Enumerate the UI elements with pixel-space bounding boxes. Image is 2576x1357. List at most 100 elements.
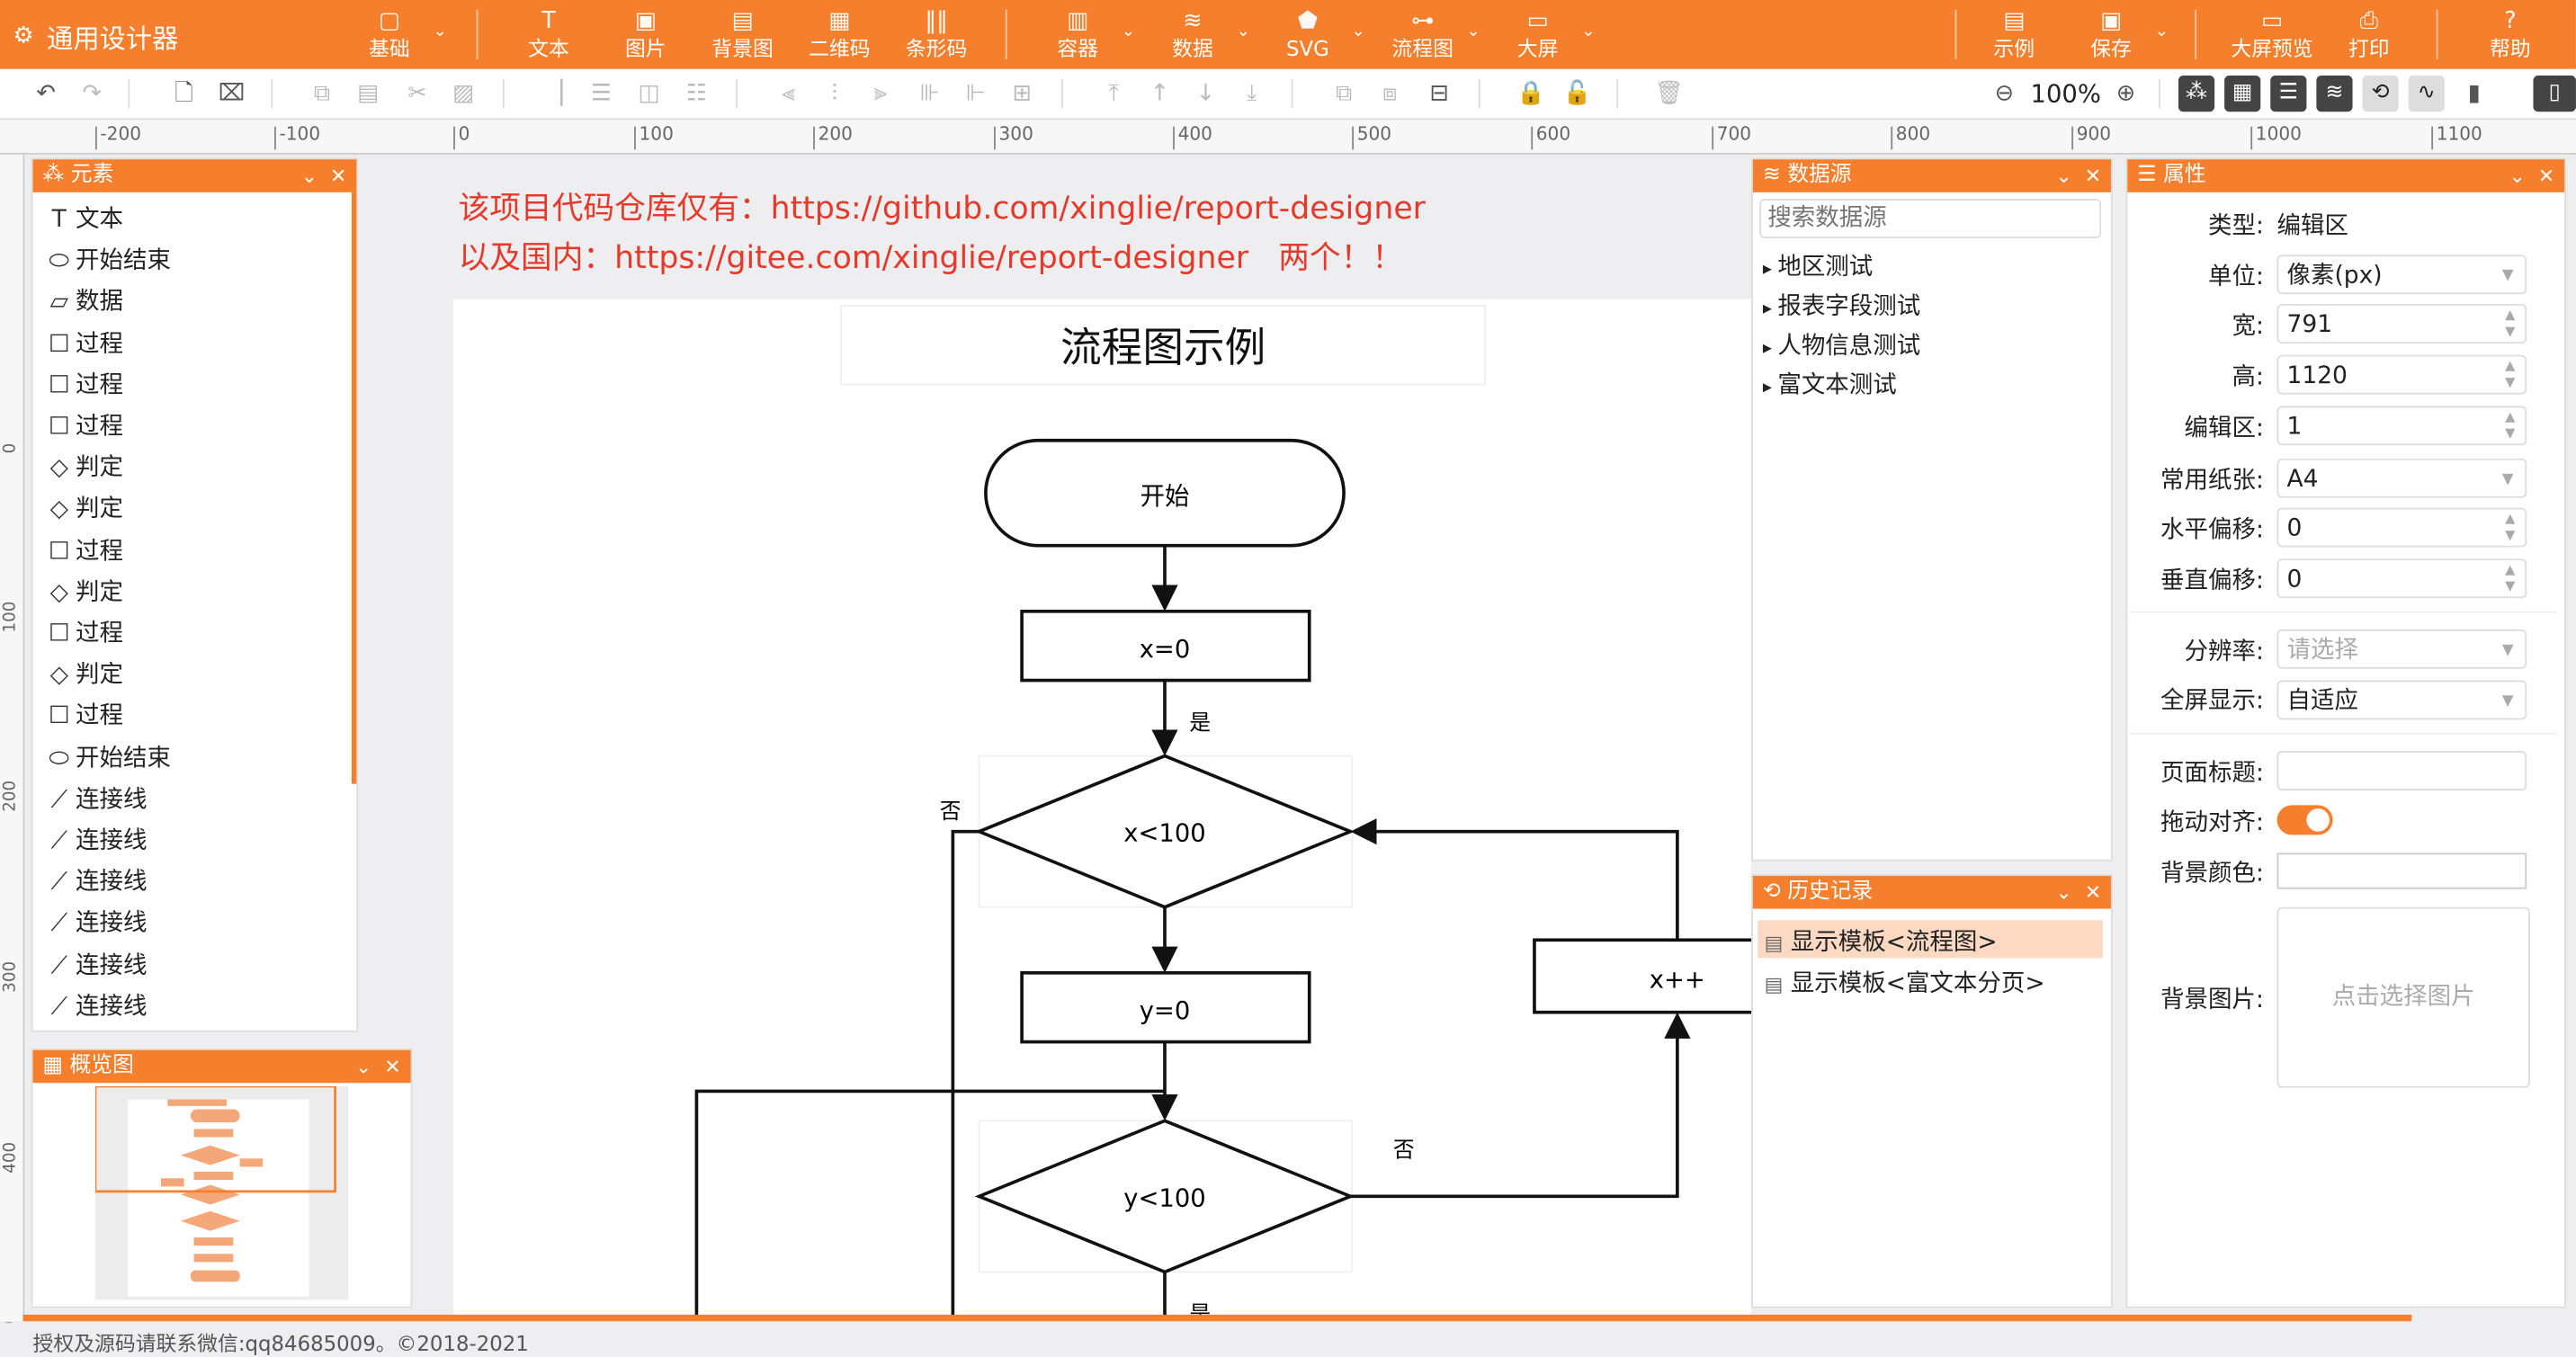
drag-align-toggle[interactable] <box>2276 805 2333 835</box>
datasource-item[interactable]: ▸ 富文本测试 <box>1763 367 1897 401</box>
width-input[interactable]: 791▲▼ <box>2276 304 2527 344</box>
clear-icon[interactable]: ⌧ <box>218 80 246 107</box>
history-item-active[interactable]: ▤ 显示模板<流程图> <box>1758 920 2103 959</box>
container-button[interactable]: ▥容器⌄ <box>1030 4 1135 66</box>
chevron-down-icon[interactable]: ⌄ <box>2154 22 2169 41</box>
caret-right-icon[interactable]: ▸ <box>1762 376 1778 398</box>
chevron-down-icon[interactable]: ⌄ <box>300 164 318 188</box>
x-inc-node[interactable] <box>1533 938 1824 1014</box>
bigscreen-preview-button[interactable]: ▭大屏预览 <box>2221 4 2322 66</box>
close-icon[interactable]: ✕ <box>2084 880 2102 905</box>
ungroup-icon[interactable]: ⧈ <box>1382 80 1398 107</box>
save-button[interactable]: ▣保存⌄ <box>2063 4 2169 66</box>
element-item[interactable]: ⟋连接线 <box>46 905 147 944</box>
design-canvas[interactable]: 流程图示例 开始 x=0 是 x<100 否 y=0 y<100 否 <box>453 299 1824 1326</box>
element-item[interactable]: ▱数据 <box>46 283 123 323</box>
caret-right-icon[interactable]: ▸ <box>1762 257 1778 280</box>
book-icon[interactable]: ▮ <box>2467 80 2481 107</box>
fullscreen-select[interactable]: 自适应▼ <box>2276 680 2527 720</box>
element-item[interactable]: ⟋连接线 <box>46 987 147 1027</box>
bg-color-picker[interactable] <box>2276 853 2527 889</box>
zoom-in-icon[interactable]: ⊕ <box>2115 80 2136 107</box>
bg-image-picker[interactable]: 点击选择图片 <box>2276 906 2530 1088</box>
image-button[interactable]: ▣图片 <box>598 4 693 66</box>
chevron-down-icon[interactable]: ⌄ <box>354 1055 372 1078</box>
properties-toggle-icon[interactable]: ☰ <box>2270 76 2307 112</box>
element-item[interactable]: ☐过程 <box>46 407 123 447</box>
move-up-icon[interactable]: ↑ <box>1149 80 1170 107</box>
chevron-down-icon[interactable]: ⌄ <box>2055 880 2072 905</box>
zoom-out-icon[interactable]: ⊖ <box>1994 80 2015 107</box>
caret-right-icon[interactable]: ▸ <box>1762 297 1778 319</box>
element-item[interactable]: ⟋连接线 <box>46 822 147 862</box>
align-left-icon[interactable]: ▕ <box>544 80 563 107</box>
flowchart-button[interactable]: ⊶流程图⌄ <box>1375 4 1480 66</box>
lock-icon[interactable]: 🔒 <box>1516 80 1546 107</box>
flowchart-title[interactable]: 流程图示例 <box>1060 324 1266 371</box>
bigscreen-button[interactable]: ▭大屏⌄ <box>1490 4 1596 66</box>
close-icon[interactable]: ✕ <box>2084 164 2102 188</box>
distribute-v-icon[interactable]: ⊩ <box>965 80 987 107</box>
overview-toggle-icon[interactable]: ▦ <box>2224 76 2261 112</box>
datasource-item[interactable]: ▸ 报表字段测试 <box>1763 288 1920 322</box>
examples-button[interactable]: ▤示例 <box>1966 4 2062 66</box>
qrcode-button[interactable]: ▦二维码 <box>792 4 887 66</box>
print-button[interactable]: ⎙打印 <box>2321 4 2417 66</box>
element-item[interactable]: ⬭开始结束 <box>46 739 171 779</box>
history-item[interactable]: ▤ 显示模板<富文本分页> <box>1758 961 2103 999</box>
element-item[interactable]: ◇判定 <box>46 490 123 530</box>
horizontal-scrollbar[interactable] <box>22 1314 2412 1322</box>
unlock-icon[interactable]: 🔓 <box>1562 80 1592 107</box>
undo-icon[interactable]: ↶ <box>36 80 56 107</box>
datasource-item[interactable]: ▸ 地区测试 <box>1763 248 1873 282</box>
stepper-icon[interactable]: ▲▼ <box>2505 511 2516 543</box>
chevron-down-icon[interactable]: ⌄ <box>2509 164 2526 188</box>
paste-icon[interactable]: ▤ <box>357 80 380 107</box>
element-item[interactable]: ◇判定 <box>46 656 123 695</box>
element-item[interactable]: ☐过程 <box>46 614 123 654</box>
element-item[interactable]: ⟋连接线 <box>46 863 147 903</box>
datasource-item[interactable]: ▸ 人物信息测试 <box>1763 327 1920 362</box>
align-middle-icon[interactable]: ◫ <box>638 80 660 107</box>
element-item[interactable]: ☐过程 <box>46 366 123 406</box>
voffset-input[interactable]: 0▲▼ <box>2276 558 2527 599</box>
data-button[interactable]: ≋数据⌄ <box>1145 4 1250 66</box>
monitor-icon[interactable]: ∿ <box>2408 76 2445 112</box>
element-item[interactable]: ☐过程 <box>46 325 123 364</box>
element-item[interactable]: ☐过程 <box>46 698 123 737</box>
background-image-button[interactable]: ▤背景图 <box>695 4 791 66</box>
chevron-down-icon[interactable]: ⌄ <box>1466 22 1480 41</box>
height-input[interactable]: 1120▲▼ <box>2276 354 2527 395</box>
stepper-icon[interactable]: ▲▼ <box>2505 409 2516 441</box>
resolution-select[interactable]: 请选择▼ <box>2276 629 2527 669</box>
chevron-down-icon[interactable]: ⌄ <box>1236 22 1250 41</box>
redo-icon[interactable]: ↷ <box>82 80 102 107</box>
paper-select[interactable]: A4▼ <box>2276 458 2527 498</box>
caret-right-icon[interactable]: ▸ <box>1762 336 1778 359</box>
chevron-down-icon[interactable]: ⌄ <box>1581 22 1596 41</box>
elements-toggle-icon[interactable]: ⁂ <box>2178 76 2215 112</box>
barcode-button[interactable]: ‖‖条形码 <box>889 4 984 66</box>
panel-toggle-icon[interactable]: ▯ <box>2533 76 2576 112</box>
layer-icon[interactable]: ⊟ <box>1429 80 1449 107</box>
distribute-right-icon[interactable]: ⫸ <box>873 80 888 107</box>
move-top-icon[interactable]: ⤒ <box>1108 80 1120 107</box>
stepper-icon[interactable]: ▲▼ <box>2505 561 2516 594</box>
overview-minimap[interactable] <box>94 1085 349 1300</box>
viewport-rect[interactable] <box>94 1085 336 1193</box>
delete-icon[interactable]: 🗑 <box>1654 80 1684 107</box>
distribute-h-icon[interactable]: ⊪ <box>919 80 940 107</box>
close-icon[interactable]: ✕ <box>384 1055 401 1078</box>
element-item[interactable]: ⟋连接线 <box>46 946 147 986</box>
history-toggle-icon[interactable]: ⟲ <box>2362 76 2399 112</box>
close-icon[interactable]: ✕ <box>2537 164 2555 188</box>
stepper-icon[interactable]: ▲▼ <box>2505 358 2516 390</box>
svg-button[interactable]: ⬟SVG⌄ <box>1260 4 1365 66</box>
move-bottom-icon[interactable]: ⤓ <box>1247 80 1257 107</box>
element-item[interactable]: ⟋连接线 <box>46 781 147 820</box>
zone-input[interactable]: 1▲▼ <box>2276 406 2527 446</box>
chevron-down-icon[interactable]: ⌄ <box>1351 22 1365 41</box>
page-title-input[interactable] <box>2276 751 2527 790</box>
